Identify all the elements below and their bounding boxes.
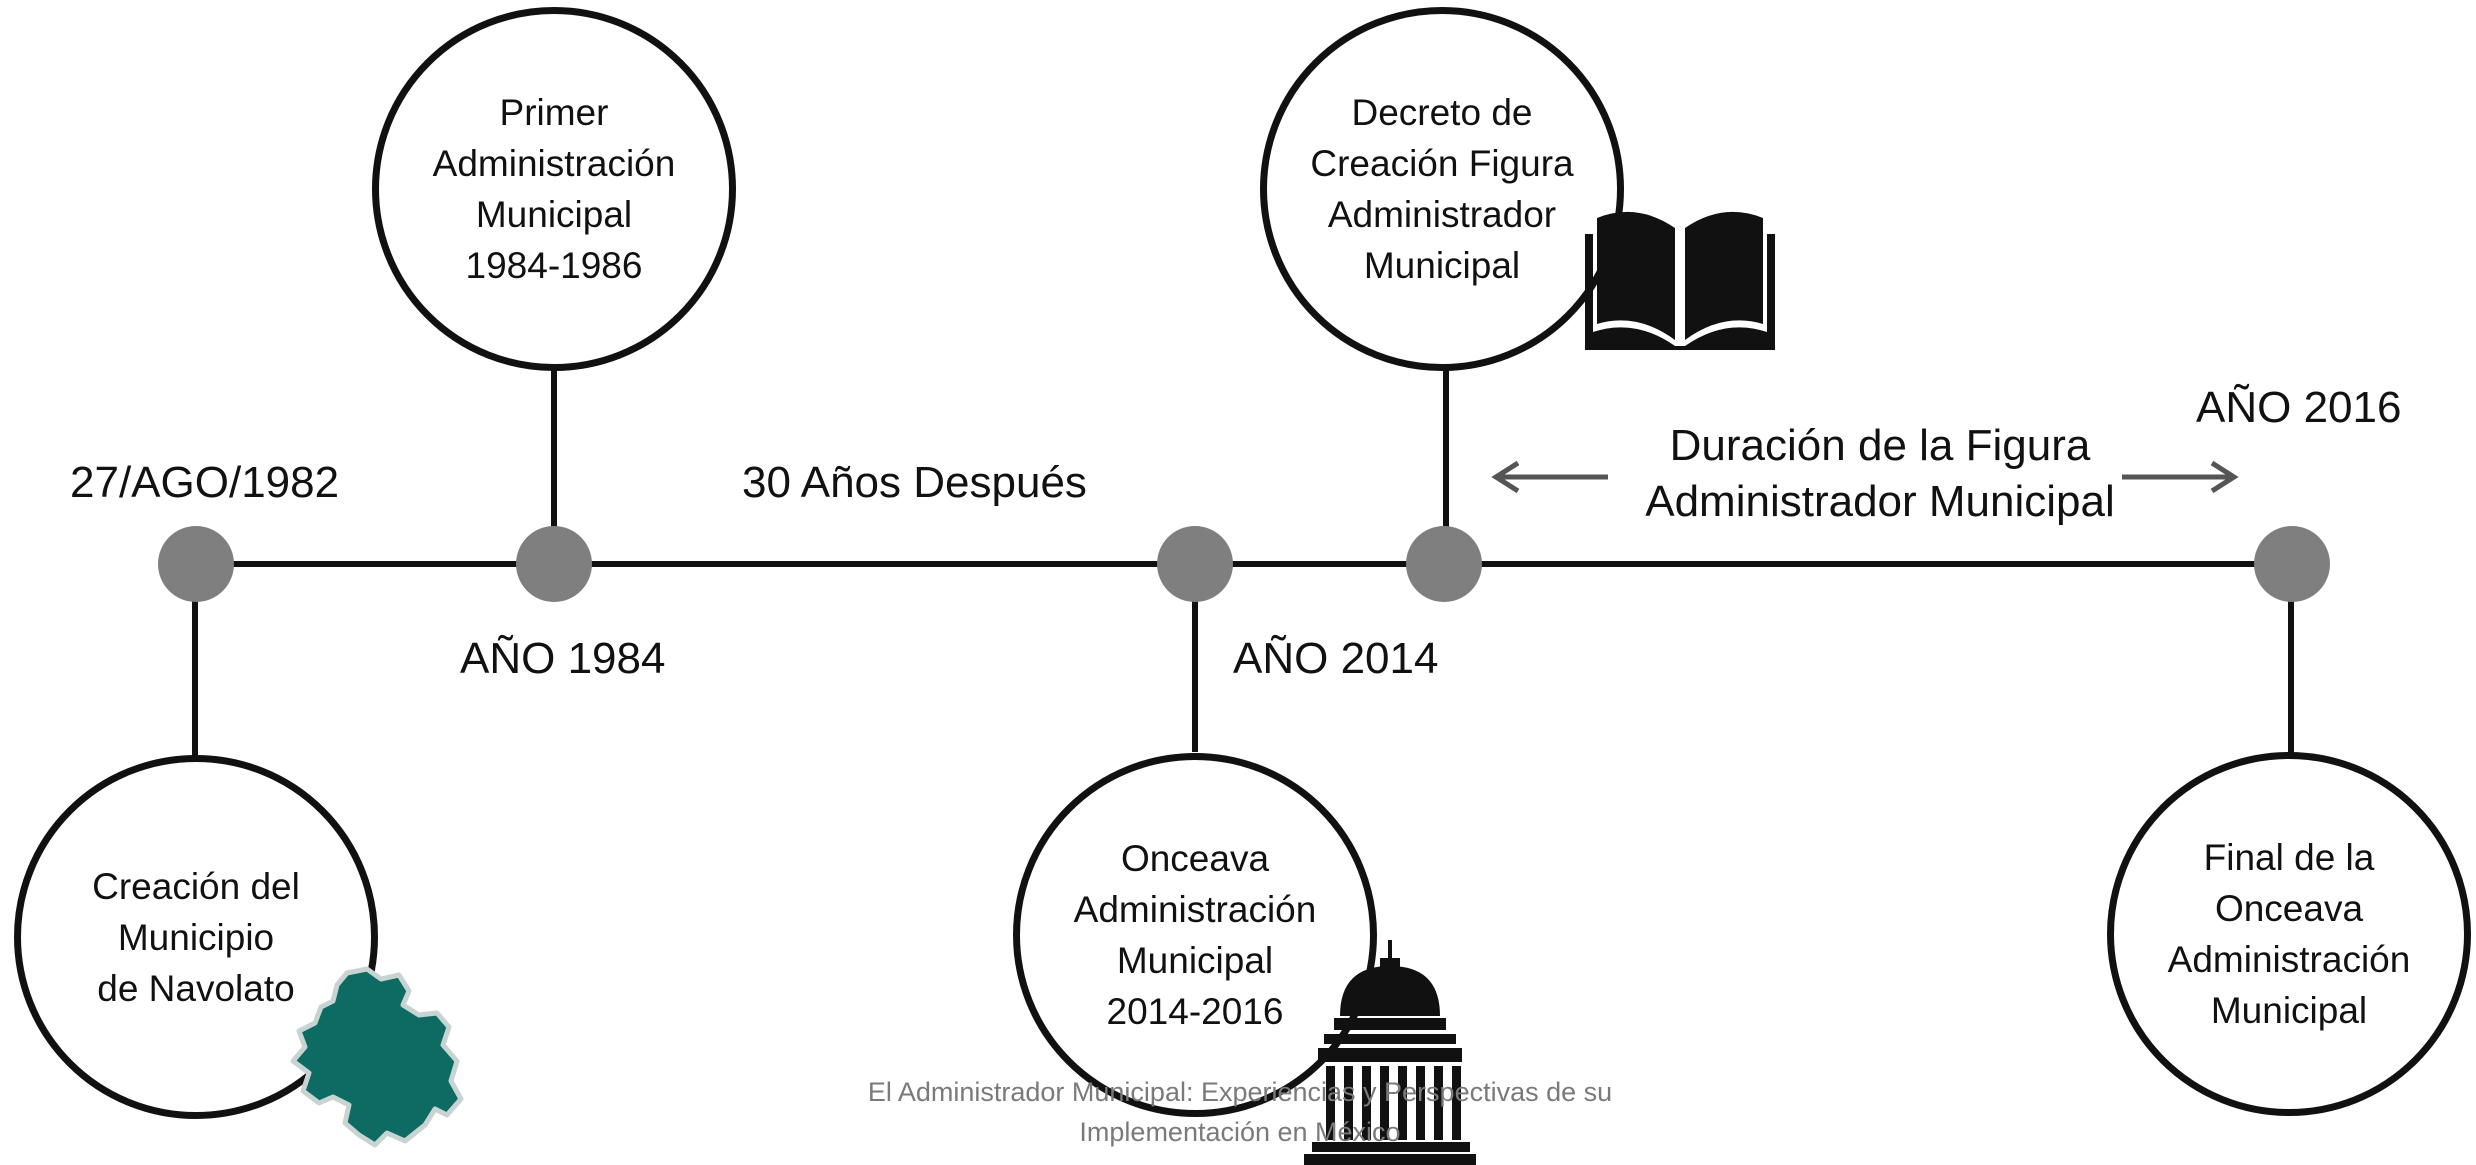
double-arrow-icon — [1491, 460, 2239, 494]
gap-label: 30 Años Después — [742, 458, 1087, 507]
timeline-node-2014 — [1157, 526, 1233, 602]
date-label-1982: 27/AGO/1982 — [70, 458, 340, 507]
connector-2014 — [1192, 564, 1198, 752]
connector-decreto — [1443, 370, 1449, 564]
timeline-node-1984 — [516, 526, 592, 602]
date-label-1984: AÑO 1984 — [460, 634, 666, 683]
date-label-2014: AÑO 2014 — [1233, 634, 1439, 683]
timeline-axis — [196, 561, 2294, 567]
event-description: Final de la Onceava Administración Munic… — [2167, 837, 2411, 1031]
event-description: Decreto de Creación Figura Administrador… — [1310, 92, 1574, 286]
timeline-node-2016 — [2254, 526, 2330, 602]
event-description: Creación del Municipio de Navolato — [92, 865, 300, 1009]
event-circle-decreto: Decreto de Creación Figura Administrador… — [1260, 7, 1624, 371]
footer-citation: El Administrador Municipal: Experiencias… — [867, 1077, 1613, 1147]
capitol-building-icon — [1304, 940, 1476, 1165]
connector-2016 — [2288, 564, 2294, 754]
event-circle-1984: Primer Administración Municipal 1984-198… — [372, 7, 736, 371]
duration-label: Duración de la Figura Administrador Muni… — [1645, 421, 2115, 526]
event-circle-2014: Onceava Administración Municipal 2014-20… — [1013, 753, 1377, 1117]
event-circle-2016: Final de la Onceava Administración Munic… — [2107, 752, 2471, 1116]
connector-1982 — [192, 564, 198, 760]
connector-1984 — [551, 370, 557, 564]
timeline-node-decreto — [1406, 526, 1482, 602]
date-label-2016: AÑO 2016 — [2196, 383, 2402, 432]
event-description: Primer Administración Municipal 1984-198… — [432, 92, 676, 286]
event-description: Onceava Administración Municipal 2014-20… — [1073, 838, 1317, 1032]
open-book-icon — [1585, 211, 1775, 350]
timeline-node-1982 — [158, 526, 234, 602]
navolato-map-icon — [290, 966, 464, 1148]
